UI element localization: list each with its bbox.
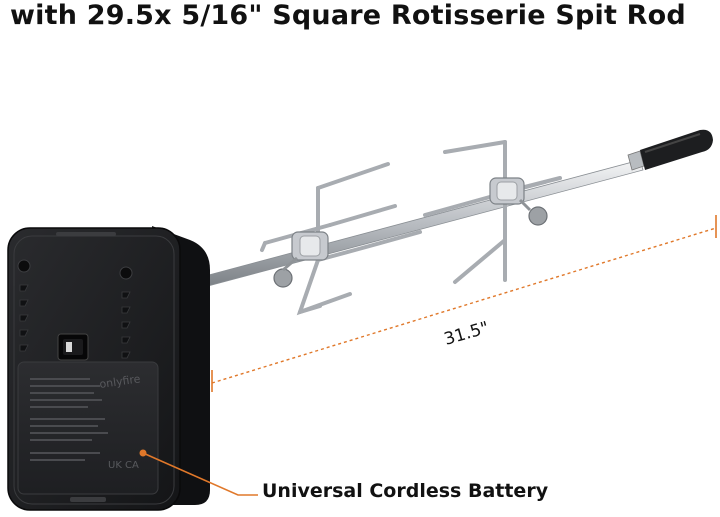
motor-unit: onlyfire UK CA [7,226,210,511]
spit-rod [204,129,713,287]
rod-handle [627,129,713,171]
left-fork-collar [273,231,329,288]
motor-brand-logo: onlyfire [99,372,142,391]
battery-caption: Universal Cordless Battery [262,480,549,502]
right-fork-collar [489,177,548,226]
dimension-line [211,215,717,392]
battery-pointer [139,449,258,496]
dimension-label: 31.5" [442,318,491,350]
power-switch[interactable] [57,333,89,361]
headline: with 29.5x 5/16" Square Rotisserie Spit … [10,0,686,31]
left-fork [260,162,422,316]
certification-marks: UK CA [108,460,139,471]
